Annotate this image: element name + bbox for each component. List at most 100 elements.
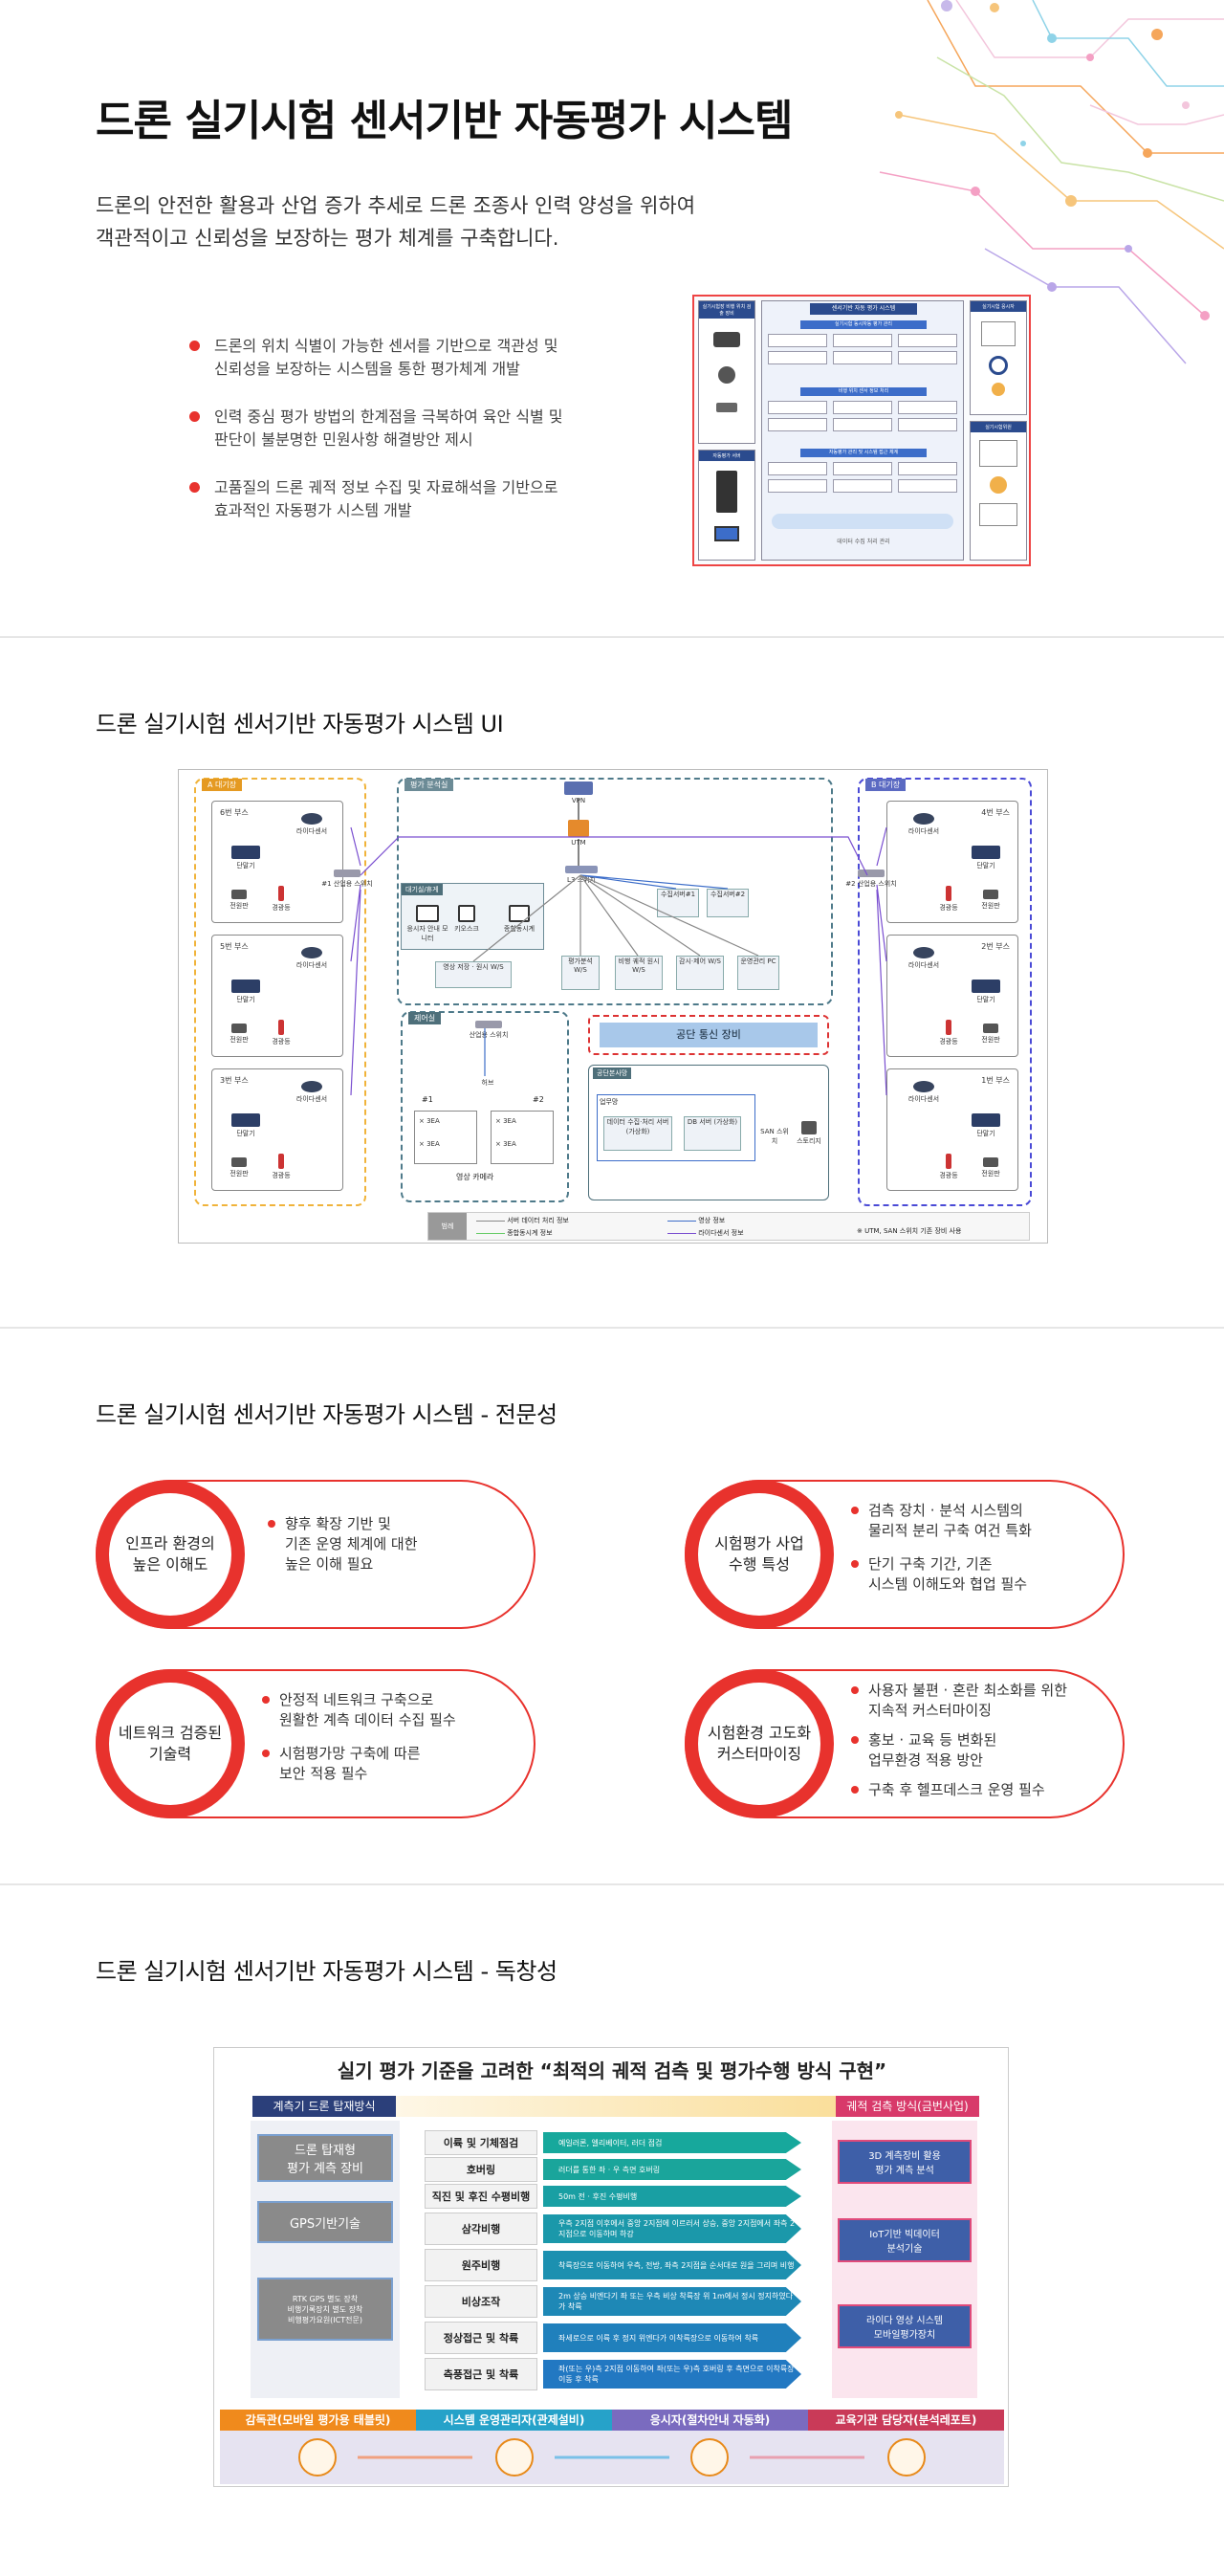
ws-eval: 평가분석 W/S (561, 956, 600, 990)
checklist-icon (979, 503, 1017, 526)
expertise-items: 검측 장치 · 분석 시스템의 물리적 분리 구축 여건 특화 단기 구축 기간… (851, 1501, 1119, 1608)
role-bar: 교육기관 담당자(분석레포트) (808, 2410, 1004, 2431)
lidar-sensor: 라이다센서 (283, 1081, 340, 1104)
role-arrows (358, 2455, 864, 2459)
expertise-card: 인프라 환경의 높은 이해도 향후 확장 기반 및 기존 운영 체계에 대한 높… (96, 1480, 536, 1629)
diagram-cell (833, 418, 892, 431)
booth-label: 2번 부스 (981, 942, 1010, 951)
gov-sub-label: 업무망 (600, 1098, 619, 1106)
collect-server-1: 수집서버#1 (657, 889, 699, 917)
row-label: 측풍접근 및 착륙 (425, 2358, 537, 2390)
section-divider (0, 1883, 1224, 1885)
diagram-cell (898, 462, 957, 475)
camera-icon (718, 366, 735, 384)
expertise-items: 안정적 네트워크 구축으로 원활한 계측 데이터 수집 필수 시험평가망 구축에… (262, 1690, 530, 1797)
hub-right-label: #2 (533, 1095, 544, 1104)
expertise-circle: 시험환경 고도화 커스터마이징 (685, 1669, 834, 1818)
warning-light: 경광등 (929, 1154, 968, 1180)
expertise-card: 네트워크 검증된 기술력 안정적 네트워크 구축으로 원활한 계측 데이터 수집… (96, 1669, 536, 1818)
bullet-dot-icon (262, 1696, 270, 1704)
expertise-item-text: 검측 장치 · 분석 시스템의 물리적 분리 구축 여건 특화 (868, 1502, 1032, 1539)
zone-b-label: B 대기장 (865, 779, 907, 791)
expertise-item: 단기 구축 기간, 기존 시스템 이해도와 협업 필수 (851, 1554, 1119, 1595)
section-title: 드론 실기시험 센서기반 자동평가 시스템 - 전문성 (96, 1401, 557, 1428)
kiosk-monitor: 응시자 안내 모니터 (405, 905, 449, 943)
comm-equipment: 공단 통신 장비 (588, 1015, 829, 1055)
diagram-cell (898, 401, 957, 414)
instructor-icon (887, 2438, 926, 2477)
expertise-section: 드론 실기시험 센서기반 자동평가 시스템 - 전문성 인프라 환경의 높은 이… (0, 1329, 1224, 1883)
warning-light: 경광등 (262, 886, 300, 913)
row-desc: 50m 전 · 후진 수평비행 (543, 2186, 801, 2207)
diagram-bar: 자동평가 관리 및 시스템 접근 체계 (800, 449, 927, 457)
diagram-cell (768, 401, 827, 414)
diagram-right-top-label: 실기시험 응시자 (971, 301, 1026, 312)
expertise-circle: 인프라 환경의 높은 이해도 (96, 1480, 245, 1629)
zone-a: A 대기장 (194, 778, 366, 1206)
booth-label: 1번 부스 (981, 1076, 1010, 1085)
ctrl-pad: 전원판 (220, 1157, 258, 1178)
lidar-sensor: 라이다센서 (895, 1081, 952, 1104)
diagram-right-bottom-label: 실기시험위원 (971, 422, 1026, 432)
right-box: 3D 계측장비 활용 평가 계측 분석 (838, 2140, 972, 2184)
legend-note: ※ UTM, SAN 스위치 기존 장비 사용 (857, 1227, 962, 1235)
diagram-cell (833, 462, 892, 475)
row-label: 호버링 (425, 2157, 537, 2182)
zone-eval: 평가 분석실 (397, 778, 833, 1005)
bullet-dot-icon (189, 341, 200, 351)
diagram-cell (768, 418, 827, 431)
diagram-cell (833, 351, 892, 364)
diagram-center-box: 센서기반 자동 평가 시스템 실기시험 동시자동 평가 관리 비행 위치 센서 … (761, 300, 964, 561)
row-desc: 예일러론, 엘리베이터, 러더 점검 (543, 2132, 801, 2153)
diagram-left-top-label: 실기시험장 비행 위치 검출 장비 (699, 301, 754, 319)
hero-bullet: 고품질의 드론 궤적 정보 수집 및 자료해석을 기반으로 효과적인 자동평가 … (189, 476, 610, 522)
waiting-room: 대기실/휴게 응시자 안내 모니터 키오스크 종합동시계 (401, 883, 544, 950)
terminal: 단말기 (222, 846, 270, 870)
booth-label: 3번 부스 (220, 1076, 249, 1085)
zone-eval-label: 평가 분석실 (404, 779, 454, 791)
camera-icon: × 3EA (419, 1117, 440, 1125)
row-desc: 러더를 통한 좌 · 우 측면 호버링 (543, 2159, 801, 2180)
camera-icon: × 3EA (419, 1140, 440, 1148)
role-bar: 응시자(절차안내 자동화) (612, 2410, 808, 2431)
originality-diagram: 실기 평가 기준을 고려한 “최적의 궤적 검측 및 평가수행 방식 구현” 계… (213, 2047, 1009, 2487)
terminal: 단말기 (222, 1113, 270, 1138)
expertise-item: 시험평가망 구축에 따른 보안 적용 필수 (262, 1744, 530, 1784)
gov-label: 공단본사망 (593, 1068, 632, 1079)
camera-group-right: × 3EA × 3EA (491, 1111, 554, 1164)
role-bar: 감독관(모바일 평가용 태블릿) (220, 2410, 416, 2431)
booth: 3번 부스 라이다센서 단말기 전원판 경광등 (211, 1068, 343, 1191)
booth: 6번 부스 라이다센서 단말기 전원판 경광등 (211, 801, 343, 923)
camera-icon: × 3EA (495, 1117, 516, 1125)
expertise-item-text: 시험평가망 구축에 따른 보안 적용 필수 (279, 1745, 421, 1782)
ws-track: 비행 궤적 원시 W/S (615, 956, 663, 990)
row-label: 정상접근 및 착륙 (425, 2322, 537, 2354)
expertise-item-text: 단기 구축 기간, 기존 시스템 이해도와 협업 필수 (868, 1555, 1028, 1593)
gradient-arrow (252, 2096, 931, 2117)
expertise-items: 향후 확장 기반 및 기존 운영 체계에 대한 높은 이해 필요 (268, 1514, 526, 1588)
hero-section: 드론 실기시험 센서기반 자동평가 시스템 드론의 안전한 활용과 산업 증가 … (0, 0, 1224, 636)
page-title: 드론 실기시험 센서기반 자동평가 시스템 (96, 97, 793, 145)
row-label: 원주비행 (425, 2249, 537, 2281)
bullet-dot-icon (268, 1520, 275, 1528)
sensor-icon (716, 403, 737, 412)
decorative-circuit-graphic (879, 0, 1224, 364)
expertise-item: 안정적 네트워크 구축으로 원활한 계측 데이터 수집 필수 (262, 1690, 530, 1730)
gov-sub: 업무망 데이터 수집·처리 서버 (가상화) DB 서버 (가상화) (597, 1094, 755, 1161)
expertise-item-text: 홍보 · 교육 등 변화된 업무환경 적용 방안 (868, 1731, 997, 1769)
ctrl-pad: 전원판 (972, 890, 1010, 911)
legend-item: 서버 데이터 처리 정보 (476, 1216, 569, 1225)
row-desc: 좌세로으로 이륙 후 정지 위엔다가 이착륙장으로 이동하여 착륙 (543, 2323, 801, 2352)
db-server: DB 서버 (가상화) (684, 1116, 741, 1151)
ops-pc: 운영관리 PC (737, 956, 779, 990)
expertise-title: 인프라 환경의 높은 이해도 (109, 1493, 231, 1616)
expertise-item-text: 사용자 불편 · 혼란 최소화를 위한 지속적 커스터마이징 (868, 1682, 1068, 1719)
zone-a-label: A 대기장 (202, 779, 243, 791)
terminal: 단말기 (962, 846, 1010, 870)
legend-title: 범례 (428, 1213, 467, 1240)
hub: 허브 (481, 1079, 494, 1087)
camera-group-left: × 3EA × 3EA (414, 1111, 477, 1164)
section-title: 드론 실기시험 센서기반 자동평가 시스템 UI (96, 711, 504, 738)
diagram-right-top-box: 실기시험 응시자 (970, 300, 1027, 415)
